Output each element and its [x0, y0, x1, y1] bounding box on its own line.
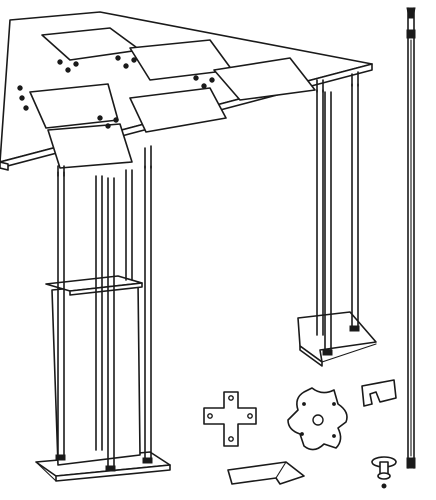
rod-foot: [322, 349, 333, 356]
rod-foot: [349, 325, 360, 332]
clip-part: [361, 379, 397, 407]
front-left-mid-plate-edge: [69, 282, 143, 296]
grid-tray-connectors: [17, 55, 215, 129]
grid-tray-left-edge: [0, 161, 9, 171]
front-left-rods: [57, 165, 152, 469]
rod-foot: [105, 465, 116, 472]
back-right-leg-assembly: [297, 83, 377, 367]
back-right-base-plate-edge: [299, 345, 323, 367]
rod-foot: [55, 454, 66, 461]
cross-connector-part: [203, 391, 257, 447]
grid-tray-windows: [29, 27, 316, 169]
star-connector-part: [287, 387, 348, 451]
front-left-base-plate-edge: [55, 464, 171, 482]
back-right-rods: [316, 83, 359, 353]
angle-bracket-part: [227, 461, 305, 485]
tray-window: [47, 123, 133, 169]
threaded-rod-part: [406, 7, 416, 469]
tray-window: [213, 57, 316, 101]
tray-rod-tops: [57, 71, 359, 177]
rod-foot: [142, 457, 153, 464]
front-left-leg-assembly: [35, 165, 171, 482]
screw-part: [371, 456, 397, 489]
grid-tray: [0, 11, 373, 177]
tray-window: [29, 83, 119, 129]
tray-window: [129, 87, 227, 133]
